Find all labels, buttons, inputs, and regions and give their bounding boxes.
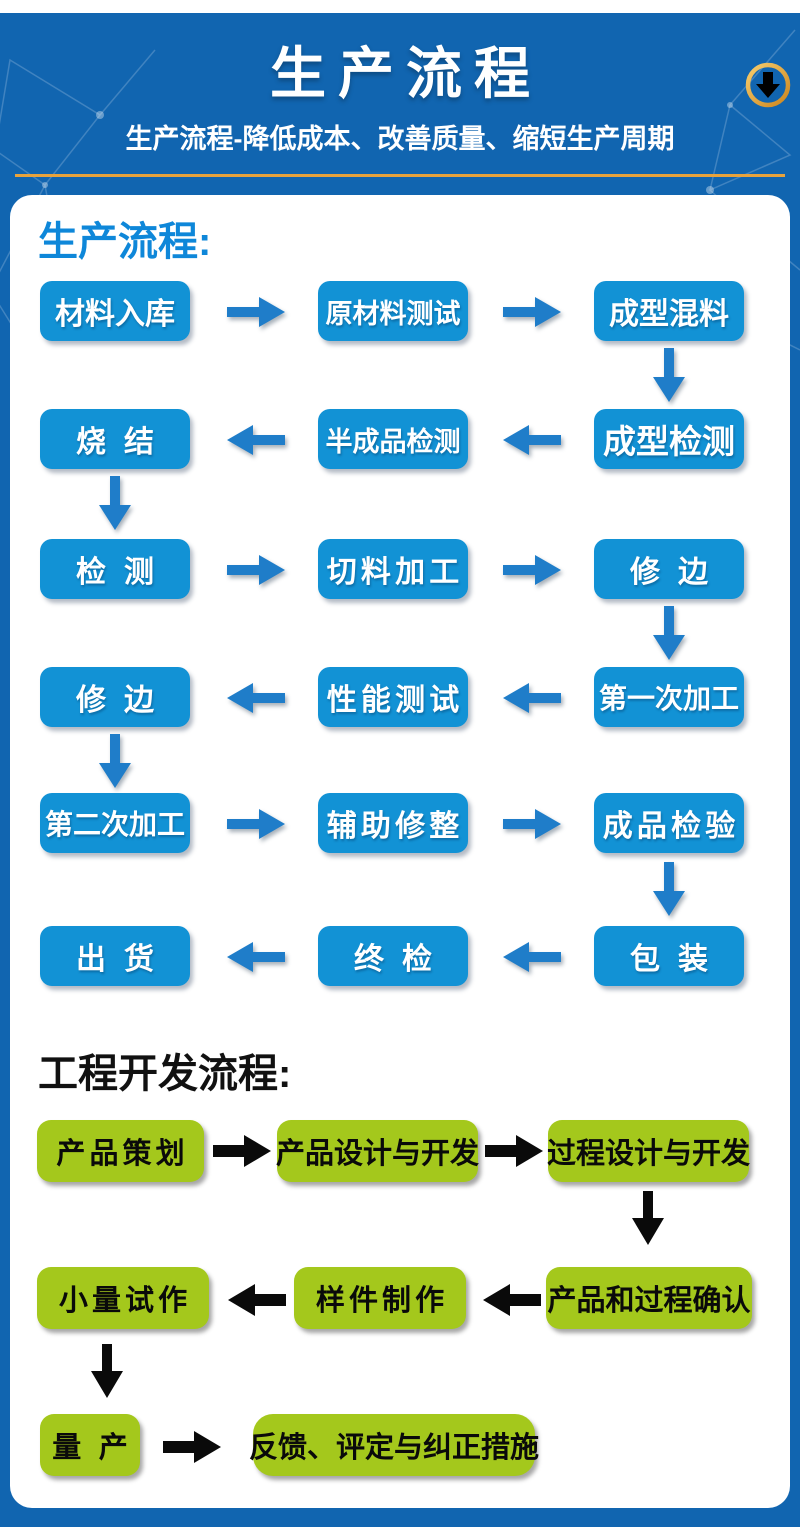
arrow-down-icon: [631, 1190, 665, 1246]
development-section-title: 工程开发流程:: [38, 1052, 292, 1096]
content-card: 生产流程: 材料入库 原材料测试 成型混料 烧结 半成品检测 成型检测 检测 切…: [10, 195, 790, 1508]
arrow-down-icon: [652, 861, 686, 917]
arrow-right-icon: [162, 1429, 222, 1465]
flow-box: 反馈、评定与纠正措施: [249, 1414, 539, 1476]
arrow-left-icon: [502, 939, 562, 975]
gold-divider: [15, 174, 785, 177]
flow-box: 终检: [318, 926, 468, 986]
flow-box: 切料加工: [318, 539, 468, 599]
arrow-down-icon: [652, 605, 686, 661]
flow-box: 产品策划: [37, 1120, 204, 1182]
flow-box: 小量试作: [37, 1267, 209, 1329]
flow-box: 修边: [594, 539, 744, 599]
page-subtitle: 生产流程-降低成本、改善质量、缩短生产周期: [125, 124, 675, 154]
arrow-right-icon: [484, 1133, 544, 1169]
arrow-down-icon: [652, 347, 686, 403]
flow-box: 产品设计与开发: [276, 1120, 479, 1182]
arrow-right-icon: [212, 1133, 272, 1169]
arrow-right-icon: [226, 552, 286, 588]
arrow-left-icon: [226, 680, 286, 716]
flow-box: 辅助修整: [318, 793, 468, 853]
flow-box: 材料入库: [40, 281, 190, 341]
production-section-title: 生产流程:: [38, 220, 212, 264]
flow-box: 成品检验: [594, 793, 744, 853]
flow-box: 出货: [40, 926, 190, 986]
arrow-right-icon: [502, 294, 562, 330]
flow-box: 包装: [594, 926, 744, 986]
download-circle-icon[interactable]: [743, 60, 793, 110]
arrow-left-icon: [502, 680, 562, 716]
arrow-right-icon: [226, 806, 286, 842]
arrow-down-icon: [98, 475, 132, 531]
flow-box: 产品和过程确认: [546, 1267, 752, 1329]
flow-box: 成型检测: [594, 409, 744, 469]
page-title: 生产流程: [270, 42, 542, 105]
flow-box: 量产: [40, 1414, 140, 1476]
flow-box: 原材料测试: [318, 281, 468, 341]
arrow-down-icon: [90, 1343, 124, 1399]
arrow-left-icon: [226, 939, 286, 975]
arrow-left-icon: [226, 422, 286, 458]
flow-box: 第二次加工: [40, 793, 190, 853]
flow-box: 性能测试: [318, 667, 468, 727]
flow-box: 第一次加工: [594, 667, 744, 727]
arrow-left-icon: [502, 422, 562, 458]
flow-box: 修边: [40, 667, 190, 727]
arrow-left-icon: [227, 1282, 287, 1318]
flow-box: 半成品检测: [318, 409, 468, 469]
flow-box: 检测: [40, 539, 190, 599]
top-white-strip: [0, 0, 800, 13]
arrow-right-icon: [502, 552, 562, 588]
arrow-right-icon: [502, 806, 562, 842]
arrow-down-icon: [98, 733, 132, 789]
flow-box: 过程设计与开发: [547, 1120, 750, 1182]
flow-box: 成型混料: [594, 281, 744, 341]
flow-box: 样件制作: [294, 1267, 466, 1329]
arrow-right-icon: [226, 294, 286, 330]
arrow-left-icon: [482, 1282, 542, 1318]
flow-box: 烧结: [40, 409, 190, 469]
